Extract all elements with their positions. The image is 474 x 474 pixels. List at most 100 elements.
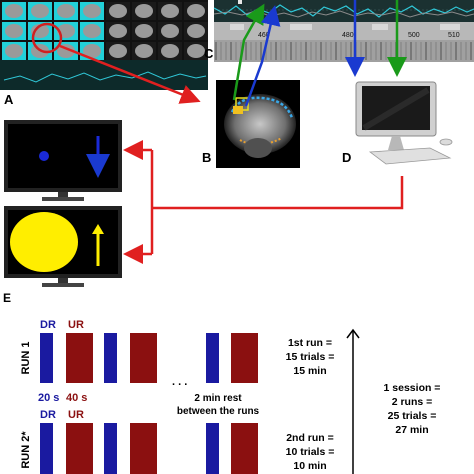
- run1-ellipsis: . . .: [172, 376, 187, 388]
- run1-ur-label: UR: [68, 319, 84, 331]
- run2-dr-label: DR: [40, 409, 56, 421]
- mouse: [439, 138, 453, 146]
- session-line-1: 1 session =: [384, 382, 441, 394]
- second-run-line-1: 2nd run =: [286, 432, 334, 444]
- timeseries-scan-strip: [214, 40, 474, 62]
- second-run-line-3: 10 min: [293, 460, 326, 472]
- slice-brain: [31, 4, 49, 18]
- timeseries-condition-bars: [230, 24, 460, 30]
- run1-ur-block: [231, 333, 258, 383]
- display-bottom: [4, 206, 122, 287]
- run1-dr-block: [40, 333, 53, 383]
- large-yellow-circle: [10, 212, 78, 272]
- slice-brain: [109, 4, 127, 18]
- slice-brain: [161, 4, 179, 18]
- slice-tiles: [2, 2, 208, 60]
- slice-brain: [109, 24, 127, 38]
- slice-brain: [135, 44, 153, 58]
- display-bottom-base: [42, 283, 84, 287]
- display-top-base: [42, 197, 84, 201]
- slice-brain: [161, 24, 179, 38]
- small-blue-dot: [39, 151, 49, 161]
- run1-dr-block: [206, 333, 219, 383]
- session-line-3: 25 trials =: [388, 410, 437, 422]
- rest-line-1: 2 min rest: [194, 393, 242, 404]
- panel-b-brain: [216, 80, 300, 168]
- condition-bar: [372, 24, 388, 30]
- slice-brain: [5, 4, 23, 18]
- slice-brain: [135, 24, 153, 38]
- first-run-line-3: 15 min: [293, 365, 326, 377]
- slice-brain: [187, 4, 205, 18]
- slice-brain: [135, 4, 153, 18]
- arrow-blue-b-to-c: [244, 5, 281, 107]
- condition-bar: [440, 24, 460, 30]
- panel-a-slice-grid: [0, 0, 208, 90]
- panel-label-d: D: [342, 150, 351, 165]
- run2-ur-label: UR: [68, 409, 84, 421]
- slice-brain: [109, 44, 127, 58]
- roi-highlight-circle: [31, 22, 63, 54]
- panel-d-computer: [355, 81, 453, 165]
- session-bracket-arrowhead: [346, 328, 360, 339]
- run2-dr-block: [104, 423, 117, 474]
- slice-brain: [83, 44, 101, 58]
- slice-brain: [187, 44, 205, 58]
- monitor-stand: [388, 136, 404, 150]
- ur-duration-label: 40 s: [66, 392, 87, 404]
- brain-activation-outline: [230, 96, 294, 119]
- brain-roi-activation: [233, 106, 243, 114]
- slice-brain: [83, 24, 101, 38]
- feedback-line-from-computer: [152, 176, 404, 210]
- first-run-line-2: 15 trials =: [286, 351, 335, 363]
- run2-dr-block: [40, 423, 53, 474]
- session-line-2: 2 runs =: [392, 396, 433, 408]
- tick-label-510: 510: [448, 32, 460, 39]
- run1-ur-block: [130, 333, 157, 383]
- panel-e-protocol: RUN 1 RUN 2* DR UR . . . 20 s 40 s 2 min…: [20, 319, 440, 474]
- run1-dr-label: DR: [40, 319, 56, 331]
- slice-grid-timeseries-strip: [0, 60, 208, 90]
- panel-label-a: A: [4, 92, 14, 107]
- slice-brain: [5, 24, 23, 38]
- run2-label: RUN 2*: [20, 431, 32, 469]
- run2-dr-block: [206, 423, 219, 474]
- run2-ur-block: [231, 423, 258, 474]
- slice-brain: [5, 44, 23, 58]
- display-bottom-stand: [58, 278, 68, 284]
- second-run-line-2: 10 trials =: [286, 446, 335, 458]
- panel-c-timeseries: 460 480 500 510: [213, 0, 474, 62]
- slice-brain: [187, 24, 205, 38]
- display-top-screen: [8, 124, 118, 188]
- tick-label-500: 500: [408, 32, 420, 39]
- run1-dr-block: [104, 333, 117, 383]
- display-top-stand: [58, 192, 68, 198]
- arrow-green-b-to-c: [232, 3, 265, 101]
- timeseries-plot-area: [214, 0, 474, 22]
- keyboard: [368, 147, 452, 165]
- run2-ur-block: [130, 423, 157, 474]
- panel-label-c: C: [204, 46, 214, 61]
- slice-brain: [57, 4, 75, 18]
- brain-cerebellum: [244, 138, 272, 158]
- run2-ur-block: [66, 423, 93, 474]
- slice-brain: [83, 4, 101, 18]
- panel-label-b: B: [202, 150, 211, 165]
- slice-grid-trace: [3, 71, 207, 83]
- first-run-line-1: 1st run =: [288, 337, 332, 349]
- session-line-4: 27 min: [395, 424, 428, 436]
- condition-bar: [290, 24, 312, 30]
- slice-brain: [161, 44, 179, 58]
- panel-label-e: E: [3, 291, 11, 305]
- slice-brain: [31, 24, 49, 38]
- rest-line-2: between the runs: [177, 406, 260, 417]
- dr-duration-label: 20 s: [38, 392, 59, 404]
- arrow-a-to-b: [59, 44, 201, 104]
- tick-label-480: 480: [342, 32, 354, 39]
- run1-label: RUN 1: [20, 341, 32, 374]
- timeseries-marker-box: [238, 0, 242, 4]
- condition-bar: [230, 24, 244, 30]
- tick-label-460: 460: [258, 32, 270, 39]
- display-top: [4, 120, 122, 201]
